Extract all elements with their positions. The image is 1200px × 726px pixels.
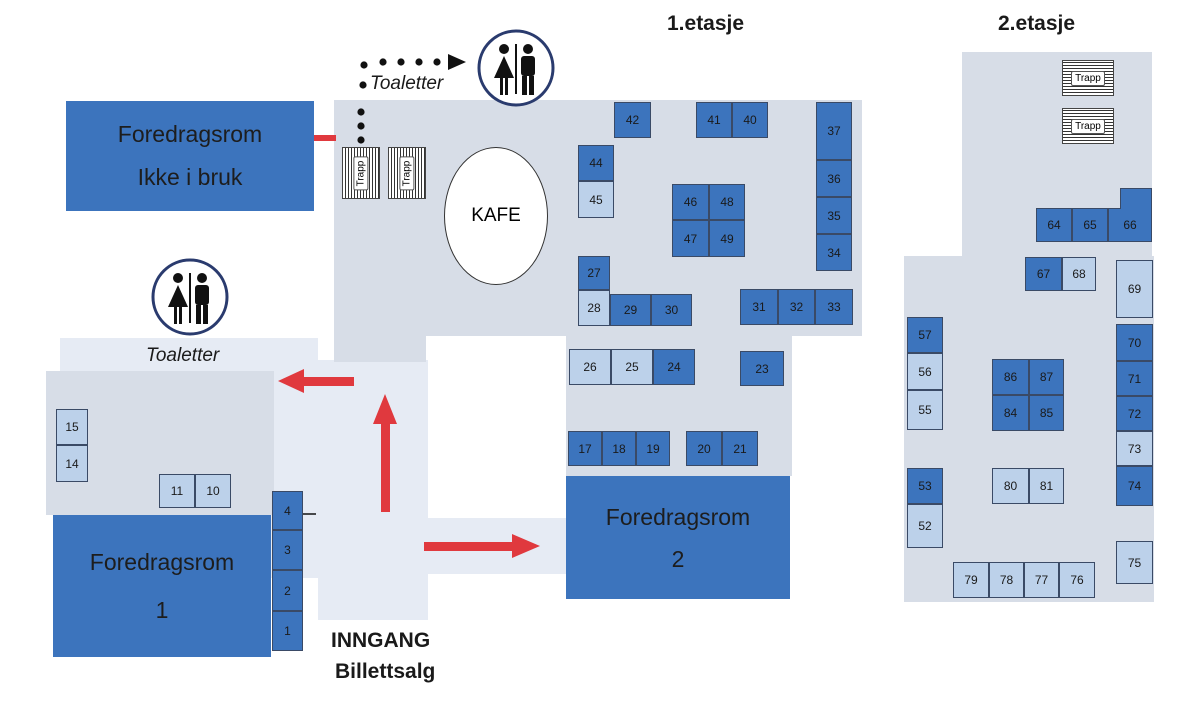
booth-23[interactable]: 23 [740, 351, 784, 386]
booth-17[interactable]: 17 [568, 431, 602, 466]
booth-80[interactable]: 80 [992, 468, 1029, 504]
booth-30[interactable]: 30 [651, 294, 692, 326]
lecture-room-1[interactable]: Foredragsrom 1 [53, 515, 271, 657]
booth-41[interactable]: 41 [696, 102, 732, 138]
room-number: 2 [671, 545, 685, 572]
arrow-left [278, 369, 354, 393]
corridor-entrance [318, 360, 428, 620]
booth-68[interactable]: 68 [1062, 257, 1096, 291]
cafe[interactable]: KAFE [444, 147, 548, 285]
booth-35[interactable]: 35 [816, 197, 852, 234]
toilet-label-top: Toaletter [370, 73, 444, 94]
booth-76[interactable]: 76 [1059, 562, 1095, 598]
booth-25[interactable]: 25 [611, 349, 653, 385]
stairs-label: Trapp [1071, 118, 1105, 134]
booth-86[interactable]: 86 [992, 359, 1029, 395]
room-status: Ikke i bruk [137, 164, 243, 190]
door-connector [314, 135, 336, 141]
booth-44[interactable]: 44 [578, 145, 614, 181]
room-number: 1 [155, 597, 169, 623]
booth-33[interactable]: 33 [815, 289, 853, 325]
booth-46[interactable]: 46 [672, 184, 709, 220]
floor2-title: 2.etasje [998, 12, 1076, 35]
room-name: Foredragsrom [605, 503, 751, 530]
floor1-lower-left-area [334, 336, 426, 362]
booth-32[interactable]: 32 [778, 289, 815, 325]
booth-19[interactable]: 19 [636, 431, 670, 466]
booth-75[interactable]: 75 [1116, 541, 1153, 584]
booth-55[interactable]: 55 [907, 390, 943, 430]
booth-65[interactable]: 65 [1072, 208, 1108, 242]
booth-20[interactable]: 20 [686, 431, 722, 466]
booth-45[interactable]: 45 [578, 181, 614, 218]
booth-47[interactable]: 47 [672, 220, 709, 257]
booth-24[interactable]: 24 [653, 349, 695, 385]
booth-31[interactable]: 31 [740, 289, 778, 325]
booth-77[interactable]: 77 [1024, 562, 1059, 598]
arrow-right [424, 534, 540, 558]
floor1-title: 1.etasje [667, 12, 745, 35]
cafe-label: KAFE [471, 205, 521, 226]
booth-15[interactable]: 15 [56, 409, 88, 445]
toilet-icon-top [477, 29, 555, 107]
stairs-floor2-b[interactable]: Trapp [1062, 108, 1114, 144]
booth-1[interactable]: 1 [272, 611, 303, 651]
booth-18[interactable]: 18 [602, 431, 636, 466]
stairs-floor1-b[interactable]: Trapp [388, 147, 426, 199]
booth-29[interactable]: 29 [610, 294, 651, 326]
booth-66-top [1120, 188, 1152, 209]
booth-70[interactable]: 70 [1116, 324, 1153, 361]
booth-71[interactable]: 71 [1116, 361, 1153, 396]
booth-2[interactable]: 2 [272, 570, 303, 611]
booth-73[interactable]: 73 [1116, 431, 1153, 466]
booth-48[interactable]: 48 [709, 184, 745, 220]
booth-64[interactable]: 64 [1036, 208, 1072, 242]
booth-14[interactable]: 14 [56, 445, 88, 482]
booth-49[interactable]: 49 [709, 220, 745, 257]
booth-40[interactable]: 40 [732, 102, 768, 138]
stairs-label: Trapp [1071, 70, 1105, 86]
booth-21[interactable]: 21 [722, 431, 758, 466]
booth-11[interactable]: 11 [159, 474, 195, 508]
room-name: Foredragsrom [117, 121, 263, 147]
room-name: Foredragsrom [89, 549, 235, 575]
booth-53[interactable]: 53 [907, 468, 943, 504]
arrow-up [373, 394, 397, 512]
booth-36[interactable]: 36 [816, 160, 852, 197]
booth-4[interactable]: 4 [272, 491, 303, 530]
toilet-label-left: Toaletter [146, 345, 220, 366]
booth-34[interactable]: 34 [816, 234, 852, 271]
booth-72[interactable]: 72 [1116, 396, 1153, 431]
booth-3[interactable]: 3 [272, 530, 303, 570]
ticket-sales-label: Billettsalg [335, 660, 436, 683]
toilet-icon-left [151, 258, 229, 336]
booth-78[interactable]: 78 [989, 562, 1024, 598]
booth-10[interactable]: 10 [195, 474, 231, 508]
booth-67[interactable]: 67 [1025, 257, 1062, 291]
booth-74[interactable]: 74 [1116, 466, 1153, 506]
booth-84[interactable]: 84 [992, 395, 1029, 431]
booth-37[interactable]: 37 [816, 102, 852, 160]
booth-81[interactable]: 81 [1029, 468, 1064, 504]
booth-57[interactable]: 57 [907, 317, 943, 353]
booth-26[interactable]: 26 [569, 349, 611, 385]
stairs-floor1-a[interactable]: Trapp [342, 147, 380, 199]
booth-69[interactable]: 69 [1116, 260, 1153, 318]
booth-28[interactable]: 28 [578, 290, 610, 326]
booth-79[interactable]: 79 [953, 562, 989, 598]
dotted-path-to-toilets [357, 54, 466, 144]
lecture-room-2[interactable]: Foredragsrom 2 [566, 476, 790, 599]
booth-87[interactable]: 87 [1029, 359, 1064, 395]
entrance-label: INNGANG [331, 629, 431, 652]
booth-52[interactable]: 52 [907, 504, 943, 548]
booth-42[interactable]: 42 [614, 102, 651, 138]
booth-56[interactable]: 56 [907, 353, 943, 390]
booth-85[interactable]: 85 [1029, 395, 1064, 431]
booth-27[interactable]: 27 [578, 256, 610, 290]
stairs-floor2-a[interactable]: Trapp [1062, 60, 1114, 96]
